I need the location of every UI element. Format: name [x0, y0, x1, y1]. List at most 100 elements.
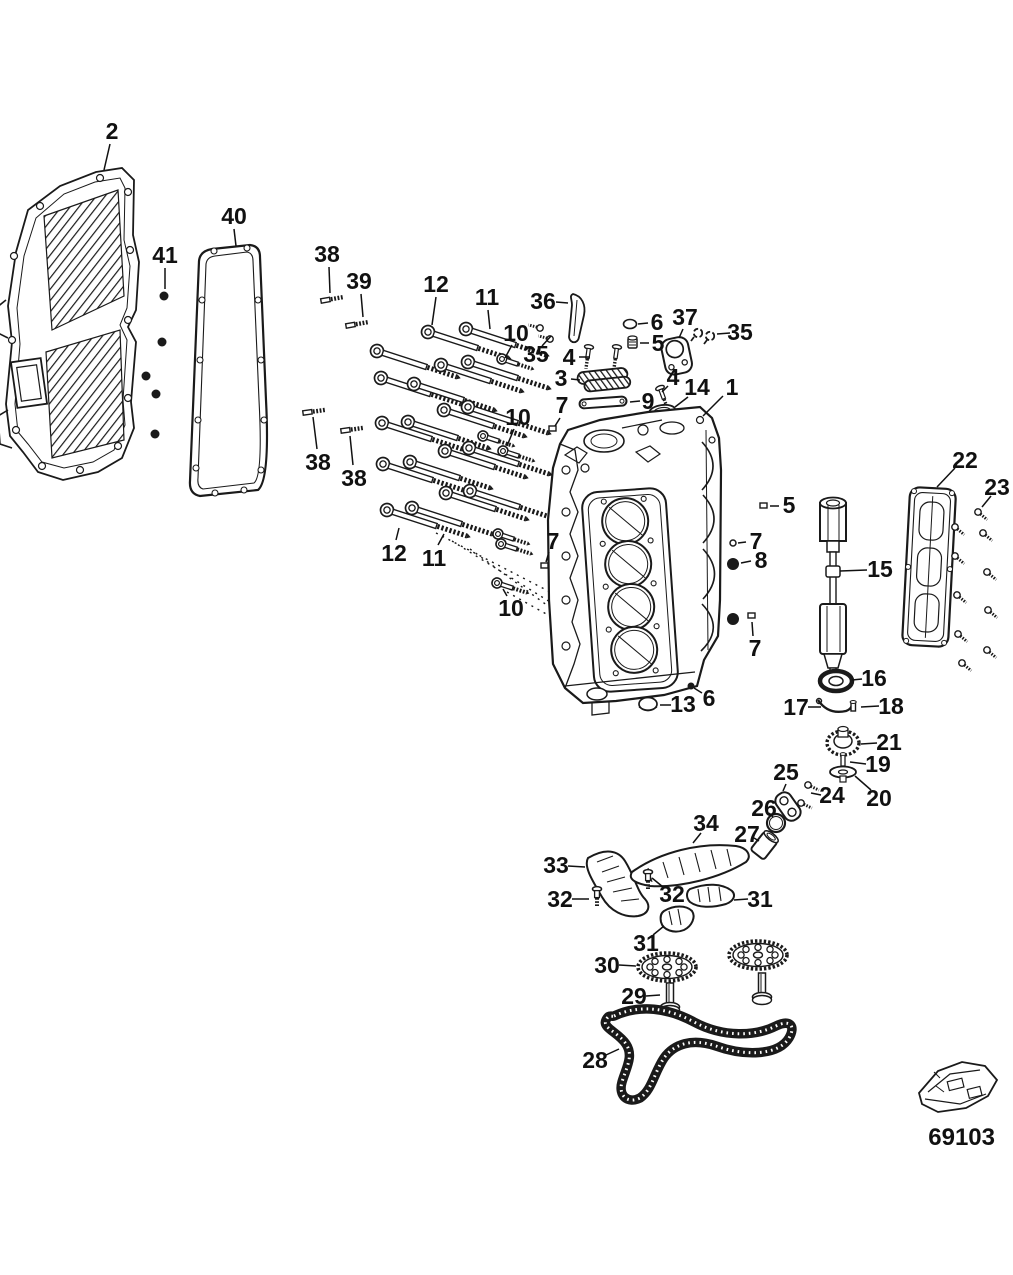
cylinder-block-part1: [546, 405, 723, 716]
leader-line-37: [678, 328, 684, 339]
drawing-number: 69103: [928, 1124, 995, 1151]
callout-25: 25: [773, 759, 799, 785]
leader-line-38: [349, 435, 354, 466]
callout-17: 17: [783, 694, 809, 720]
leader-line-35: [541, 335, 552, 347]
leader-line-12: [431, 296, 437, 326]
leader-line-1: [702, 395, 724, 417]
leader-line-19: [849, 761, 867, 765]
bolt-part32: [590, 884, 604, 908]
gear-part21: [825, 725, 861, 757]
head-bolts-short-part10: [474, 350, 539, 601]
leader-line-4: [661, 385, 669, 393]
oring-part26: [765, 812, 787, 834]
callout-35: 35: [727, 319, 753, 345]
guide-part31b: [659, 905, 695, 933]
tensioner-parts24-27: [750, 779, 822, 860]
callout-40: 40: [221, 203, 247, 229]
leader-line-15: [839, 569, 868, 572]
callout-12: 12: [381, 540, 407, 566]
callout-35: 35: [523, 341, 549, 367]
pin-part18: [849, 699, 857, 712]
leader-line-24: [810, 792, 822, 796]
callout-22: 22: [952, 447, 978, 473]
leader-line-39: [360, 293, 364, 318]
callout-32: 32: [547, 886, 573, 912]
callout-10: 10: [505, 404, 531, 430]
leader-line-38: [312, 416, 318, 450]
callout-7: 7: [750, 528, 763, 554]
leader-line-26: [768, 812, 774, 818]
callout-9: 9: [642, 388, 655, 414]
block-small-hardware: [540, 425, 768, 712]
cap-part13: [638, 696, 658, 712]
pump-drive-parts16-21: [815, 668, 861, 783]
cover-screws-part23: [948, 505, 1001, 675]
cylinder-head-part2: [0, 167, 140, 481]
leader-line-3: [570, 378, 581, 381]
clips-part35: [690, 327, 716, 345]
bracket-part36: [568, 293, 586, 344]
leader-line-38: [328, 266, 331, 294]
leader-line-40: [233, 228, 237, 247]
leader-line-11: [487, 309, 491, 330]
leader-line-31: [733, 898, 749, 901]
callout-10: 10: [503, 320, 529, 346]
leader-line-6: [637, 322, 649, 325]
leader-line-14: [674, 396, 689, 408]
callout-33: 33: [543, 852, 569, 878]
callout-21: 21: [876, 729, 902, 755]
callout-15: 15: [867, 556, 893, 582]
callout-5: 5: [783, 492, 796, 518]
leader-line-7: [545, 551, 550, 563]
screw-part24: [802, 779, 822, 795]
leader-line-12: [395, 527, 400, 541]
callout-3: 3: [555, 365, 568, 391]
leader-line-9: [629, 400, 641, 403]
leader-line-7: [554, 417, 561, 427]
leader-line-8: [740, 560, 752, 564]
leader-line-18: [860, 705, 880, 708]
callout-6: 6: [703, 685, 716, 711]
side-cover-part22: [901, 486, 957, 648]
callout-18: 18: [878, 693, 904, 719]
plug-part8: [727, 613, 739, 625]
driveshaft-part15: [819, 496, 847, 677]
pin-part19: [839, 752, 847, 767]
boat-icon: [918, 1061, 999, 1113]
callout-31: 31: [633, 930, 659, 956]
callout-26: 26: [751, 795, 777, 821]
callout-5: 5: [652, 330, 665, 356]
gasket-part9: [578, 395, 628, 410]
guide-part31: [686, 883, 735, 908]
callout-36: 36: [530, 288, 556, 314]
leader-line-25: [782, 783, 787, 792]
leader-line-16: [851, 678, 863, 681]
leader-line-30: [618, 964, 637, 967]
leader-line-21: [860, 742, 878, 745]
callout-7: 7: [556, 392, 569, 418]
callout-11: 11: [475, 284, 500, 310]
callout-38: 38: [314, 241, 340, 267]
leader-line-10: [504, 344, 513, 359]
callout-19: 19: [865, 751, 891, 777]
callout-7: 7: [749, 635, 762, 661]
plug-part5: [759, 502, 768, 509]
callout-29: 29: [621, 983, 647, 1009]
callout-38: 38: [341, 465, 367, 491]
callout-31: 31: [747, 886, 773, 912]
dowel-part7: [729, 539, 737, 547]
leader-line-31: [652, 925, 665, 936]
callout-37: 37: [672, 304, 698, 330]
callout-39: 39: [346, 268, 372, 294]
callout-34: 34: [693, 810, 719, 836]
leader-line-6: [693, 687, 703, 694]
leader-line-23: [981, 495, 992, 508]
chain-guides-parts31-33-34: [585, 844, 750, 933]
clip-part17: [815, 697, 854, 714]
studs-part38-39: [303, 295, 368, 433]
leader-line-7: [751, 621, 754, 637]
leader-line-10: [506, 428, 515, 447]
leader-line-34: [692, 832, 702, 844]
